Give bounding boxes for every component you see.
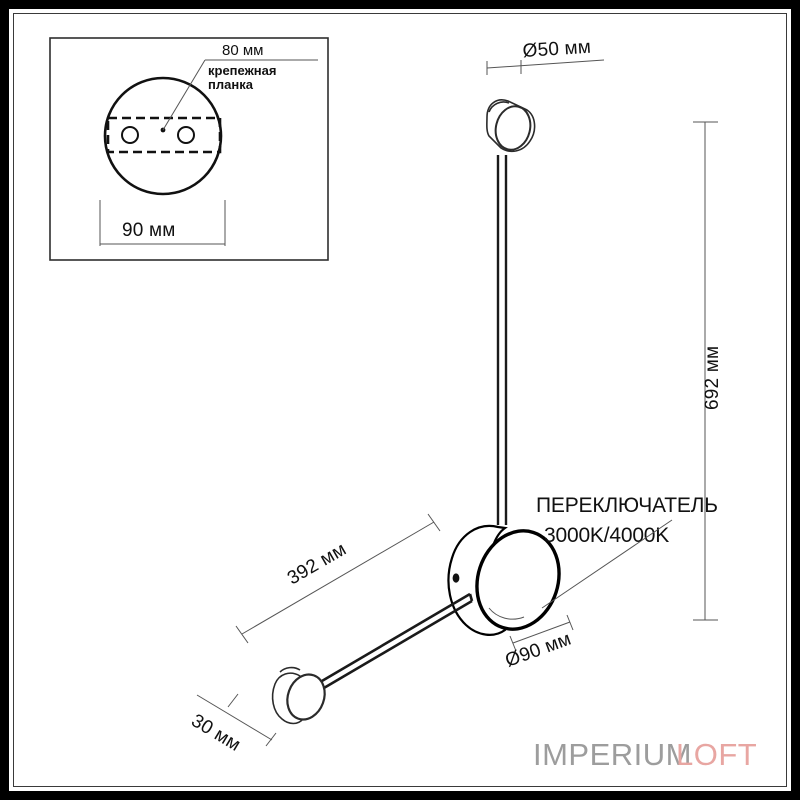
switch-leader-line <box>541 519 673 609</box>
mounting-bar-dashed <box>106 116 222 154</box>
inset-dimension-90: 90 мм <box>122 220 176 241</box>
rod-height-dimension: 692 мм <box>693 121 723 621</box>
body-disc-highlight <box>488 607 525 620</box>
dimension-label-692: 692 мм <box>702 346 723 410</box>
switch-indicator-dot <box>452 573 460 583</box>
end-cap-rim-highlight <box>279 666 301 673</box>
dimension-label-392: 392 мм <box>284 539 350 590</box>
end-cap-front-face <box>286 673 326 721</box>
arm-length-dimension: 392 мм <box>235 513 441 644</box>
cap-diameter-dimension: 30 мм <box>187 693 277 756</box>
watermark-imperium: IMPERIUM <box>533 737 692 772</box>
tick-d90-right <box>566 614 574 631</box>
arm-bottom-edge <box>311 599 473 697</box>
dimension-label-30: 30 мм <box>187 710 244 756</box>
dimension-line-392 <box>241 521 435 635</box>
arm-joint-cap <box>468 593 474 602</box>
bottom-end-cap <box>271 666 326 725</box>
body-front-disc <box>475 529 561 631</box>
tick-392-right <box>427 513 441 532</box>
head-diameter-dimension: Ø50 мм <box>486 37 605 75</box>
callout-label-line2: планка <box>208 77 254 92</box>
switch-label-line2: 3000K/4000K <box>544 524 669 547</box>
screw-hole-right <box>177 126 195 144</box>
lamp-head-assembly <box>486 99 536 525</box>
dimension-label-d50: Ø50 мм <box>522 37 592 62</box>
dimension-line-30 <box>196 694 273 741</box>
mounting-plate-inset: 80 мм крепежная планка 90 мм <box>49 37 329 261</box>
screw-hole-left <box>121 126 139 144</box>
tick-30-right <box>265 732 277 747</box>
tick-d90-left <box>509 635 517 652</box>
watermark-logo: IMPERIUM LOFT <box>533 737 757 772</box>
head-cylinder-front-face <box>494 105 532 151</box>
callout-leader-line <box>162 59 206 131</box>
head-rim-highlight <box>488 101 510 113</box>
watermark-loft: LOFT <box>676 737 757 772</box>
dimension-line-d90 <box>512 621 571 644</box>
callout-label-line1: крепежная <box>208 63 276 78</box>
tick-30-left <box>227 693 239 708</box>
tick-392-left <box>235 625 249 644</box>
dimension-label-d90: Ø90 мм <box>503 629 575 672</box>
arm-top-edge <box>309 592 471 690</box>
inset-dimension-80: 80 мм <box>222 42 263 59</box>
switch-annotation: ПЕРЕКЛЮЧАТЕЛЬ 3000K/4000K <box>536 494 718 609</box>
dimension-line-d50 <box>486 59 605 69</box>
switch-label-line1: ПЕРЕКЛЮЧАТЕЛЬ <box>536 494 718 517</box>
main-body-assembly <box>309 524 561 697</box>
